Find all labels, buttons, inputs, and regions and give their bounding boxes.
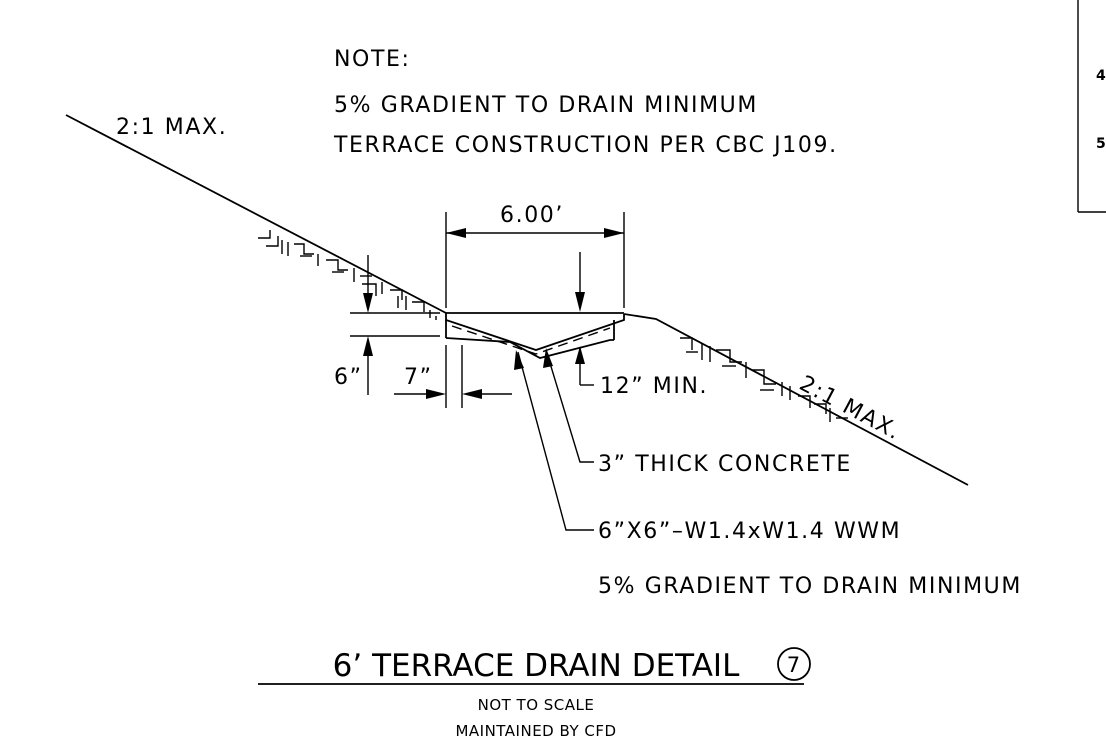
detail-number-circle bbox=[777, 647, 811, 681]
side-panel-item-4: 4 bbox=[1096, 68, 1106, 84]
right-slope-line bbox=[623, 313, 969, 486]
detail-title: 6’ TERRACE DRAIN DETAIL bbox=[333, 648, 740, 684]
width-dimension-label: 6.00’ bbox=[500, 203, 564, 228]
left-slope-line bbox=[65, 114, 447, 314]
width-dimension: 6.00’ bbox=[445, 203, 625, 308]
detail-title-block: 6’ TERRACE DRAIN DETAIL 7 NOT TO SCALE M… bbox=[258, 647, 811, 738]
offset-dimension: 7” bbox=[394, 345, 512, 408]
concrete-callout-label: 3” THICK CONCRETE bbox=[598, 452, 852, 477]
left-earth-hatching bbox=[258, 230, 437, 320]
gradient-callout: 5% GRADIENT TO DRAIN MINIMUM bbox=[598, 574, 1022, 599]
side-panel-item-5: 5 bbox=[1096, 136, 1106, 152]
mesh-callout-label: 6”X6”–W1.4xW1.4 WWM bbox=[598, 519, 901, 544]
detail-number: 7 bbox=[787, 653, 802, 677]
note-line-construction: TERRACE CONSTRUCTION PER CBC J109. bbox=[333, 133, 838, 158]
note-heading: NOTE: bbox=[334, 47, 411, 72]
note-line-gradient: 5% GRADIENT TO DRAIN MINIMUM bbox=[334, 93, 758, 118]
scale-note: NOT TO SCALE bbox=[478, 696, 595, 714]
concrete-ditch bbox=[445, 312, 625, 359]
depth-dimension-label: 6” bbox=[334, 365, 363, 390]
concrete-callout: 3” THICK CONCRETE bbox=[543, 348, 852, 477]
mesh-callout: 6”X6”–W1.4xW1.4 WWM bbox=[514, 350, 901, 544]
left-slope-label: 2:1 MAX. bbox=[116, 115, 227, 140]
right-earth-hatching bbox=[680, 337, 848, 422]
maintained-note: MAINTAINED BY CFD bbox=[455, 722, 616, 738]
side-panel-fragment: 4 5 bbox=[1077, 0, 1106, 213]
min-depth-label: 12” MIN. bbox=[600, 374, 708, 399]
right-slope-label: 2:1 MAX. bbox=[795, 371, 905, 445]
min-depth-dimension: 12” MIN. bbox=[575, 252, 708, 399]
note-block: NOTE: 5% GRADIENT TO DRAIN MINIMUM TERRA… bbox=[333, 47, 838, 158]
ground-profile bbox=[65, 114, 969, 486]
offset-dimension-label: 7” bbox=[404, 365, 433, 390]
depth-dimension: 6” bbox=[334, 255, 440, 395]
